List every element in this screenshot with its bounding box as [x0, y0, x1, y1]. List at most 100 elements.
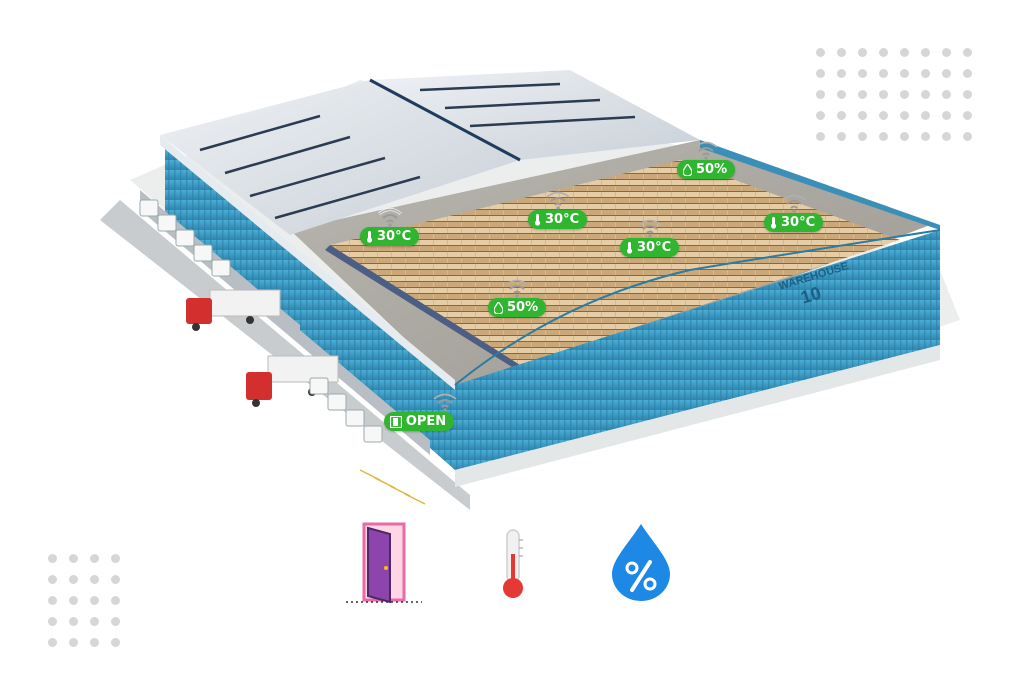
dot: [816, 48, 825, 57]
dot: [879, 90, 888, 99]
dot: [837, 48, 846, 57]
thermometer-icon: [503, 529, 523, 598]
dot: [90, 575, 99, 584]
parking-lines: [359, 469, 426, 505]
wifi-icon: [546, 191, 570, 210]
dot: [963, 69, 972, 78]
dot: [69, 554, 78, 563]
dot: [816, 69, 825, 78]
temp-sensor-3[interactable]: 30°C: [620, 218, 680, 257]
front-wall-base: [455, 345, 940, 487]
wifi-icon: [505, 279, 529, 298]
dot: [900, 132, 909, 141]
door-sensor[interactable]: OPEN: [380, 392, 458, 431]
door-small-icon: [389, 415, 402, 428]
dot: [837, 111, 846, 120]
dot: [963, 111, 972, 120]
dot: [48, 617, 57, 626]
dot: [48, 596, 57, 605]
dot: [900, 48, 909, 57]
dot: [48, 638, 57, 647]
dot: [69, 596, 78, 605]
dot: [90, 596, 99, 605]
dot: [111, 617, 120, 626]
dot-grid-top-right: [816, 48, 972, 141]
front-wall: [455, 230, 940, 470]
rack-edge: [325, 245, 520, 372]
dot: [963, 132, 972, 141]
dot: [90, 554, 99, 563]
door-status-value: OPEN: [405, 414, 447, 429]
dot: [111, 596, 120, 605]
dot: [816, 132, 825, 141]
humidity-sensor-2[interactable]: 50%: [488, 278, 547, 317]
dot: [963, 48, 972, 57]
dot: [879, 69, 888, 78]
temperature-badge: 30°C: [620, 238, 680, 257]
dot: [858, 90, 867, 99]
dot: [816, 111, 825, 120]
dot: [921, 132, 930, 141]
temp-sensor-2[interactable]: 30°C: [528, 190, 588, 229]
dot: [879, 111, 888, 120]
thermometer-small-icon: [366, 230, 373, 243]
door-icon: [346, 522, 422, 604]
thermometer-small-icon: [626, 241, 633, 254]
humidity-value: 50%: [696, 162, 728, 177]
temperature-value: 30°C: [781, 215, 816, 230]
dot: [942, 90, 951, 99]
drop-small-icon: [683, 163, 692, 176]
dot: [858, 48, 867, 57]
dot: [111, 638, 120, 647]
dot: [837, 69, 846, 78]
dot: [900, 90, 909, 99]
dot: [48, 575, 57, 584]
trucks-white-row: [139, 199, 383, 443]
dot: [816, 90, 825, 99]
dot: [111, 575, 120, 584]
wifi-icon: [694, 141, 718, 160]
storage-racks: [330, 160, 900, 365]
temperature-value: 30°C: [545, 212, 580, 227]
wifi-icon: [782, 194, 806, 213]
dot: [837, 90, 846, 99]
back-wall: [700, 140, 940, 230]
dot: [90, 638, 99, 647]
dot: [900, 69, 909, 78]
wifi-icon: [377, 208, 402, 227]
temp-sensor-1[interactable]: 30°C: [360, 207, 420, 246]
dot: [111, 554, 120, 563]
dot: [942, 132, 951, 141]
thermometer-small-icon: [534, 213, 541, 226]
dot: [858, 132, 867, 141]
roof-left: [160, 80, 520, 235]
temperature-badge: 30°C: [764, 213, 824, 232]
humidity-badge: 50%: [677, 160, 736, 179]
dot: [942, 69, 951, 78]
dot: [69, 617, 78, 626]
dot: [69, 575, 78, 584]
door-status-badge: OPEN: [383, 412, 455, 431]
dot-grid-bottom-left: [48, 554, 120, 647]
temperature-value: 30°C: [377, 229, 412, 244]
humidity-sensor-1[interactable]: 50%: [677, 140, 736, 179]
truck-red-1: [186, 289, 281, 331]
dot: [90, 617, 99, 626]
dot: [921, 111, 930, 120]
dot: [942, 48, 951, 57]
dot: [858, 111, 867, 120]
temperature-badge: 30°C: [528, 210, 588, 229]
dot: [69, 638, 78, 647]
dot: [963, 90, 972, 99]
dot: [879, 48, 888, 57]
left-wall: [165, 140, 455, 470]
roof-ridge: [369, 78, 521, 162]
front-wall-curve: [454, 229, 941, 386]
dot: [858, 69, 867, 78]
humidity-badge: 50%: [488, 298, 547, 317]
truck-red-2: [246, 355, 339, 407]
roof-right: [370, 70, 700, 160]
temp-sensor-4[interactable]: 30°C: [764, 193, 824, 232]
wifi-icon: [433, 393, 457, 412]
